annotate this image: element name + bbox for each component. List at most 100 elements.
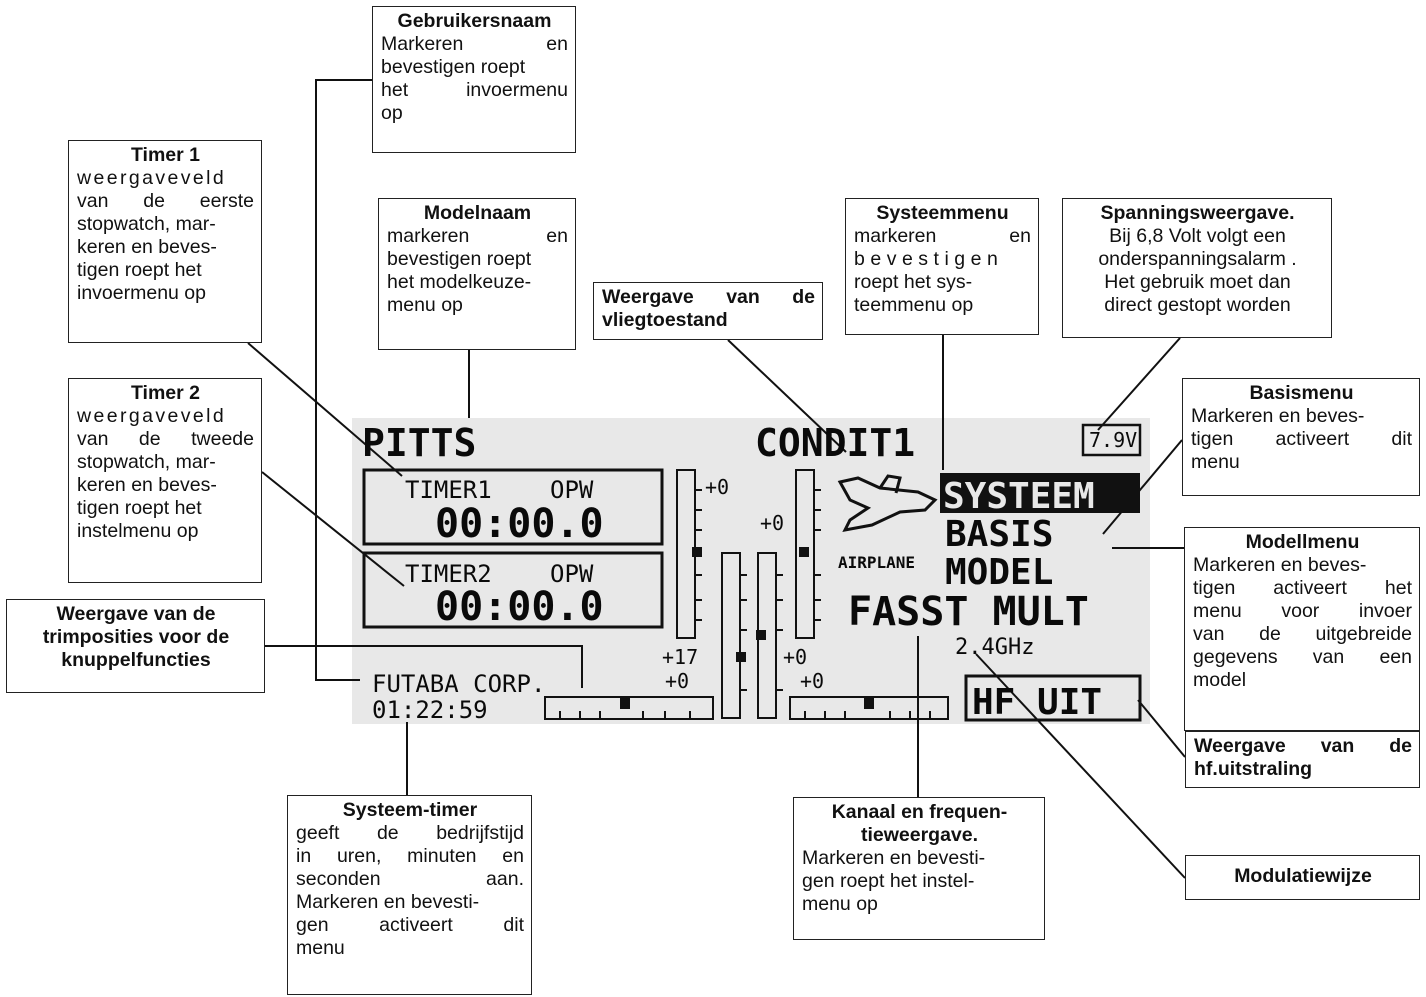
menu-basis[interactable]: BASIS	[945, 514, 1053, 555]
callout-line: Weergave van de	[1194, 735, 1412, 757]
callout-line: stopwatch, mar-	[77, 451, 216, 473]
callout-systeemmenu: Systeemmenu markeren en bevestigen roept…	[845, 198, 1039, 335]
callout-line: gegevens van een	[1193, 646, 1412, 668]
callout-line: bevestigen roept	[381, 56, 526, 78]
leader-basismenu	[1102, 439, 1183, 535]
callout-title: Timer 2	[130, 382, 200, 404]
callout-line: teemmenu op	[854, 294, 974, 316]
timer1-frame[interactable]	[362, 468, 664, 546]
callout-line: menu voor invoer	[1193, 600, 1412, 622]
leader-gebruikersnaam	[315, 79, 372, 681]
callout-spanning: Spanningsweergave. Bij 6,8 Volt volgt ee…	[1062, 198, 1332, 338]
callout-kanaal: Kanaal en frequen- tieweergave. Markeren…	[793, 797, 1045, 940]
lcd-rf-status[interactable]: HF UIT	[972, 682, 1102, 723]
leader-lines	[247, 79, 1186, 879]
callout-line: Markeren en beves-	[1193, 554, 1367, 576]
lcd-system-timer[interactable]: 01:22:59	[372, 696, 488, 724]
callout-line: van de tweede	[77, 428, 254, 450]
callout-line: Modulatiewijze	[1234, 865, 1372, 887]
callout-title: Spanningsweergave.	[1100, 202, 1295, 224]
callout-line: keren en beves-	[77, 474, 217, 496]
callout-line: weergaveveld	[77, 405, 227, 427]
battery-frame	[1081, 423, 1142, 457]
trim-marker-left	[620, 697, 630, 709]
callout-line: het modelkeuze-	[387, 271, 532, 293]
timer2-frame[interactable]	[362, 551, 664, 629]
callout-title: Timer 1	[130, 144, 200, 166]
callout-line: seconden aan.	[296, 868, 524, 890]
callout-line: instelmenu op	[77, 520, 199, 542]
callout-line: onderspanningsalarm .	[1098, 248, 1297, 270]
callout-line: menu	[1191, 451, 1240, 473]
callout-trimposities: Weergave van de trimposities voor de knu…	[6, 599, 265, 693]
callout-line: knuppelfuncties	[61, 649, 211, 671]
callout-vliegtoestand: Weergave van de vliegtoestand	[593, 282, 823, 340]
callout-systeemtimer: Systeem-timer geeft de bedrijfstijd in u…	[287, 795, 532, 995]
timer2-value[interactable]: 00:00.0	[435, 584, 604, 630]
lcd-voltage[interactable]: 7.9V	[1089, 428, 1137, 452]
callout-line: Bij 6,8 Volt volgt een	[1109, 225, 1286, 247]
trim-val-2: +0	[760, 511, 784, 535]
callout-line: roept het sys-	[854, 271, 973, 293]
trim-val-6: +0	[800, 669, 824, 693]
callout-title: Modellmenu	[1245, 531, 1360, 553]
callout-line: Het gebruik moet dan	[1104, 271, 1291, 293]
callout-line: direct gestopt worden	[1104, 294, 1291, 316]
lcd-frequency: 2.4GHz	[955, 635, 1034, 660]
callout-line: op	[381, 102, 403, 124]
callout-line: het invoermenu	[381, 79, 568, 101]
callout-line: weergaveveld	[77, 167, 227, 189]
trim-markers	[692, 547, 809, 662]
trim-val-5: +0	[783, 645, 807, 669]
callout-timer2: Timer 2 weergaveveld van de tweede stopw…	[68, 378, 262, 583]
timer1-mode: OPW	[550, 476, 594, 504]
callout-line: menu op	[802, 893, 878, 915]
callout-line: gen activeert dit	[296, 914, 524, 936]
lcd-user-name[interactable]: FUTABA CORP.	[372, 670, 545, 698]
trim-val-4: +0	[665, 669, 689, 693]
timer1-value[interactable]: 00:00.0	[435, 501, 604, 547]
trim-bars	[676, 469, 815, 719]
callout-title: Kanaal en frequen-	[831, 801, 1008, 823]
callout-modelnaam: Modelnaam markeren en bevestigen roept h…	[378, 198, 576, 350]
callout-line: in uren, minuten en	[296, 845, 524, 867]
lcd-modulation[interactable]: FASST MULT	[848, 589, 1089, 635]
menu-systeem-highlight	[940, 473, 1140, 513]
callout-line: menu op	[387, 294, 463, 316]
timer1-label: TIMER1	[405, 476, 492, 504]
callout-line: gen roept het instel-	[802, 870, 975, 892]
callout-line: geeft de bedrijfstijd	[296, 822, 524, 844]
menu-systeem[interactable]: SYSTEEM	[943, 476, 1095, 517]
menu-model[interactable]: MODEL	[945, 552, 1053, 593]
leader-spanning	[1097, 337, 1181, 431]
callout-line: Markeren en beves-	[1191, 405, 1365, 427]
lcd-model-name[interactable]: PITTS	[362, 421, 476, 465]
callout-title: Basismenu	[1249, 382, 1354, 404]
callout-line: van de eerste	[77, 190, 254, 212]
trim-marker-right	[864, 697, 874, 709]
callout-modellmenu: Modellmenu Markeren en beves- tigen acti…	[1184, 527, 1420, 731]
lcd-model-type: AIRPLANE	[838, 553, 915, 572]
callout-line: tigen activeert het	[1193, 577, 1412, 599]
callout-line: tigen activeert dit	[1191, 428, 1412, 450]
callout-line: Markeren en bevesti-	[802, 847, 986, 869]
callout-line: markeren en	[854, 225, 1031, 247]
callout-line: Weergave van de	[56, 603, 216, 625]
callout-title: Systeemmenu	[876, 202, 1009, 224]
timer2-mode: OPW	[550, 560, 594, 588]
leader-timer1	[247, 342, 403, 477]
callout-line: menu	[296, 937, 345, 959]
leader-timer2	[261, 471, 405, 587]
callout-line: invoermenu op	[77, 282, 206, 304]
leader-vliegtoestand	[727, 339, 847, 453]
callout-line: van de uitgebreide	[1193, 623, 1412, 645]
callout-line: vliegtoestand	[602, 309, 728, 331]
airplane-icon	[837, 474, 938, 533]
callout-gebruikersnaam: Gebruikersnaam Markeren en bevestigen ro…	[372, 6, 576, 153]
timer2-label: TIMER2	[405, 560, 492, 588]
callout-title: Modelnaam	[423, 202, 532, 224]
callout-hf: Weergave van de hf.uitstraling	[1185, 731, 1420, 788]
leader-modulatie	[975, 653, 1186, 879]
callout-basismenu: Basismenu Markeren en beves- tigen activ…	[1182, 378, 1420, 496]
lcd-condition[interactable]: CONDIT1	[755, 421, 915, 465]
